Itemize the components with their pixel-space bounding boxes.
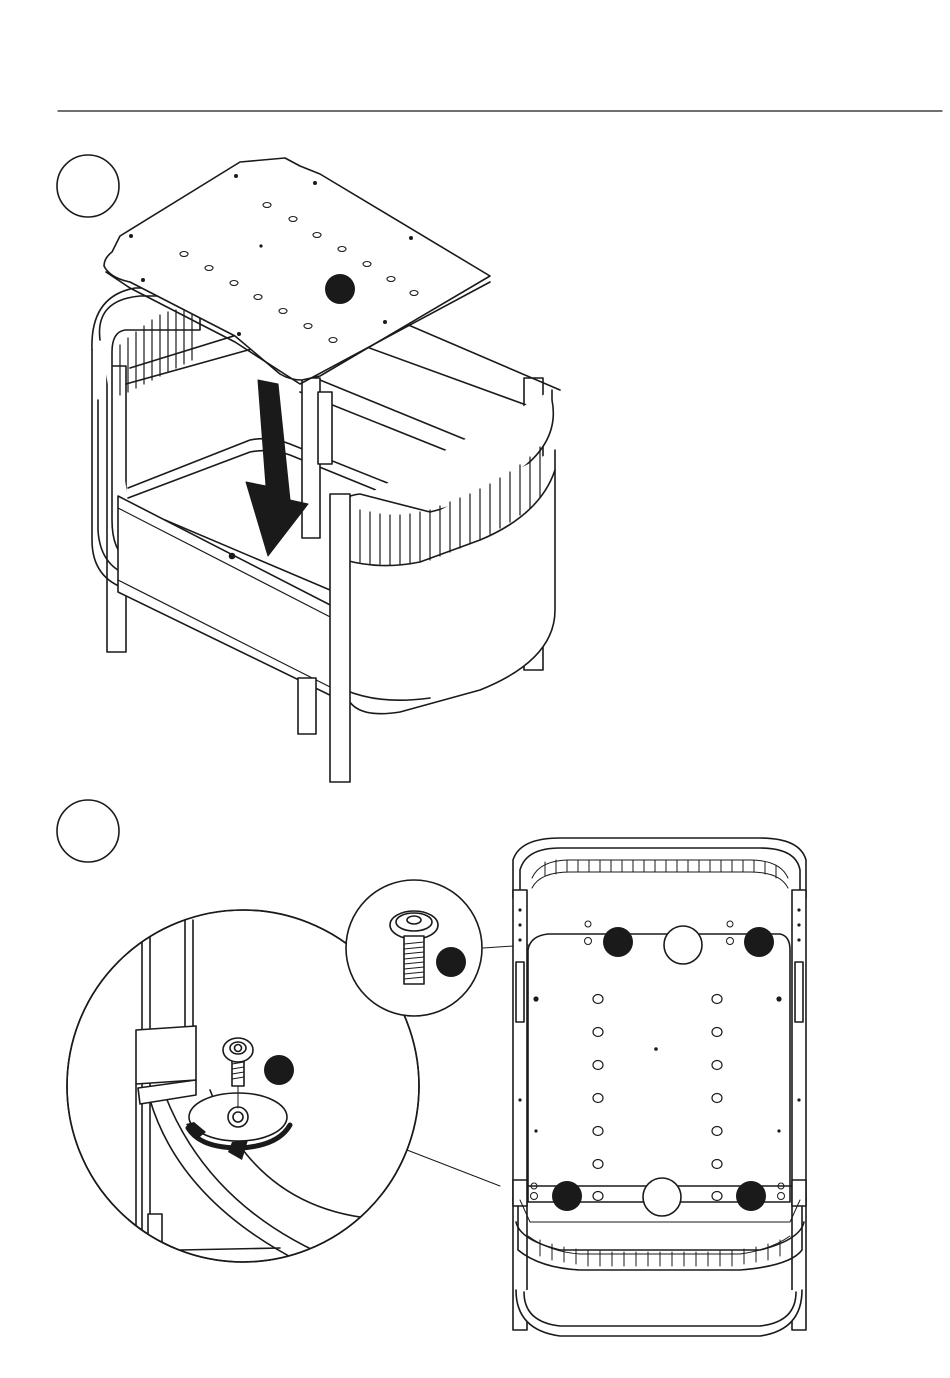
step-a-illustration xyxy=(92,158,560,782)
part-marker-bottom-left xyxy=(552,1181,582,1211)
step-b-number-circle xyxy=(57,800,119,862)
empty-marker-top xyxy=(664,926,702,964)
base-board xyxy=(104,158,490,384)
empty-marker-bottom xyxy=(643,1178,681,1216)
front-left-post xyxy=(298,678,316,734)
part-marker-corner xyxy=(264,1055,294,1085)
part-marker-top-left xyxy=(603,927,633,957)
step-a-number-circle xyxy=(57,155,119,217)
part-marker-bottom-right xyxy=(736,1181,766,1211)
part-marker-top-right xyxy=(744,927,774,957)
bolt-hardware-detail xyxy=(346,880,482,1016)
leader-line-corner xyxy=(407,1150,500,1186)
part-marker-bolt xyxy=(436,947,466,977)
crib-top-view xyxy=(513,838,806,1336)
front-right-near-post xyxy=(330,494,350,782)
right-end-panel xyxy=(340,390,555,714)
down-arrow xyxy=(246,380,308,556)
part-marker-board xyxy=(325,274,355,304)
